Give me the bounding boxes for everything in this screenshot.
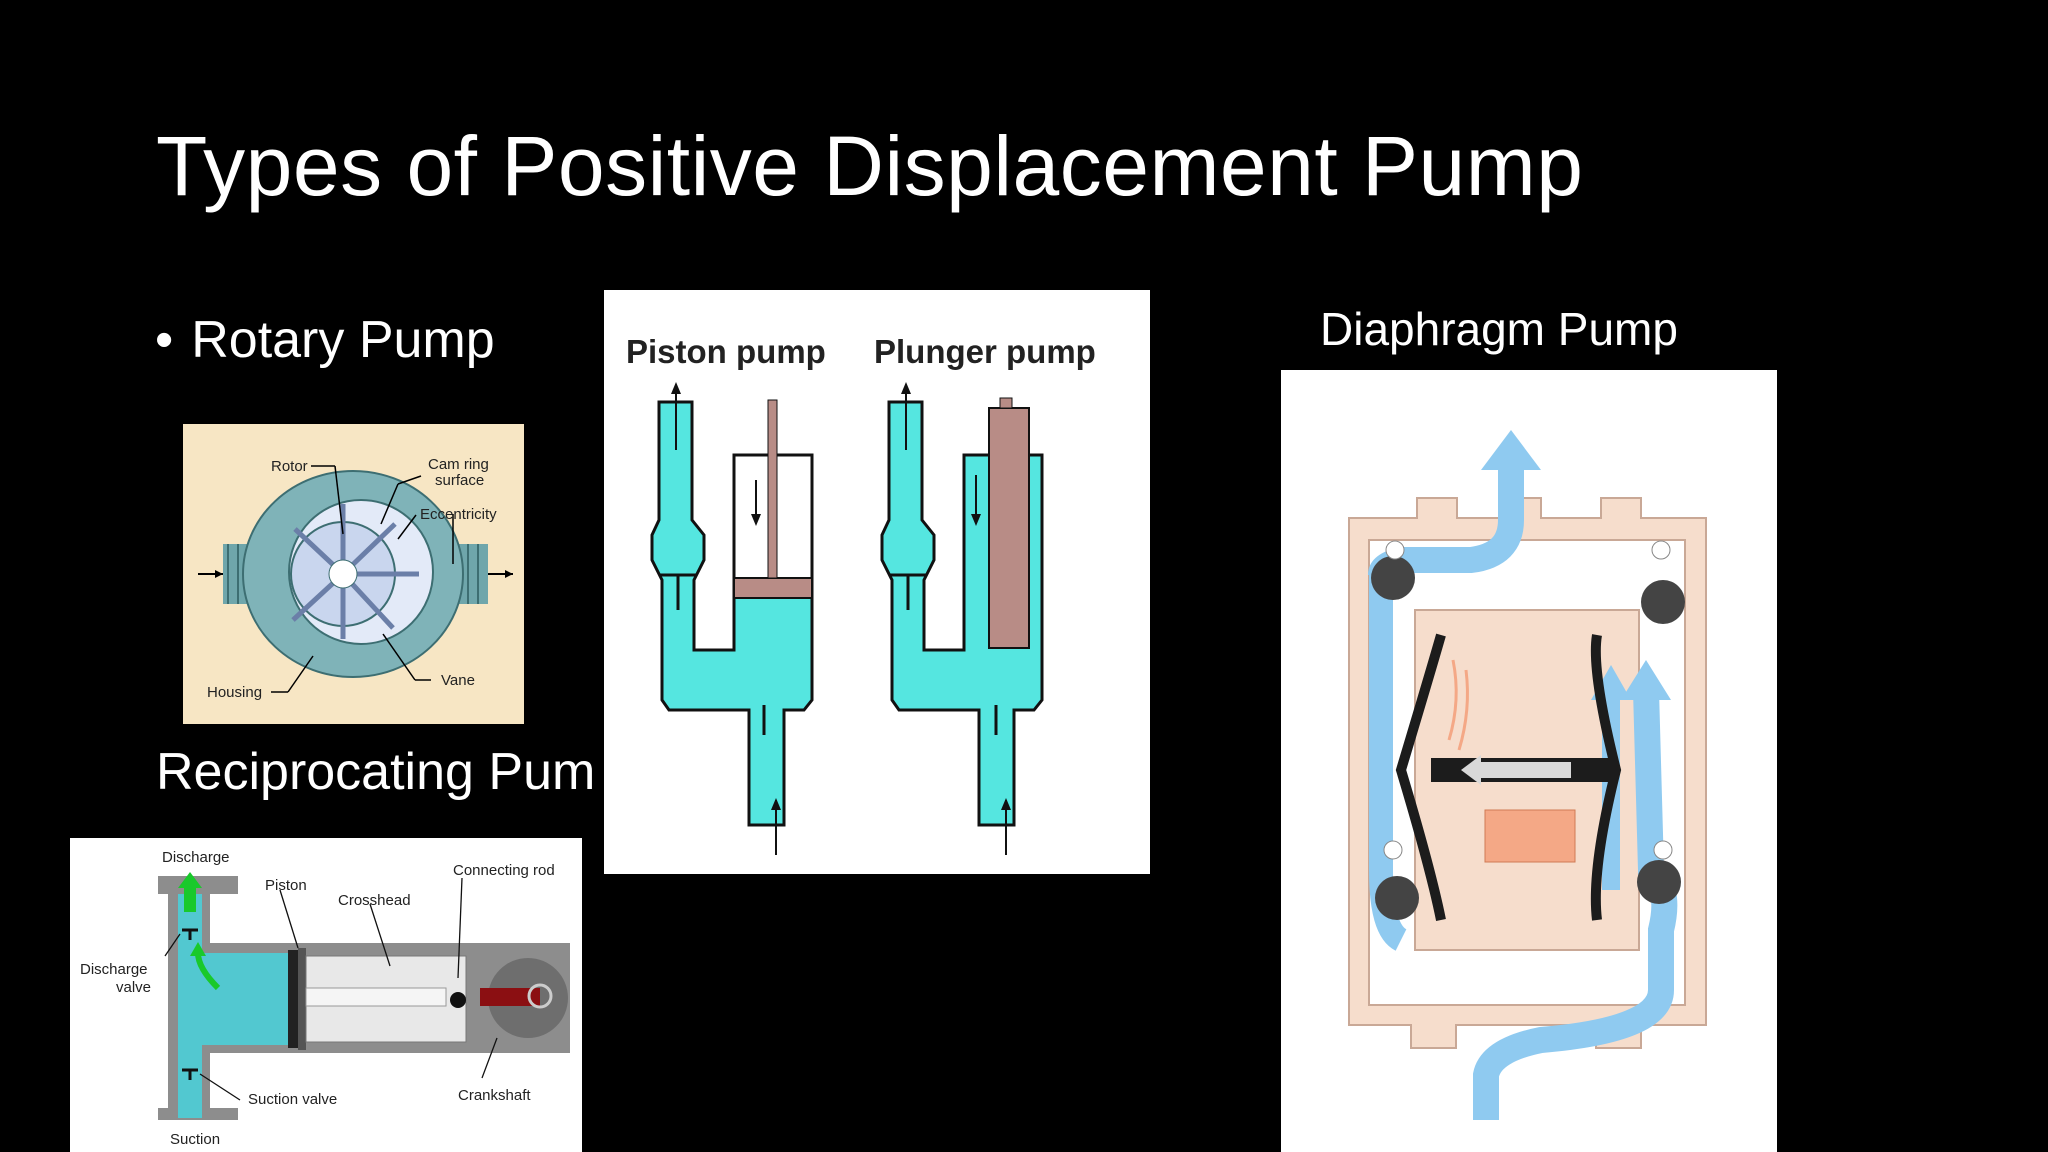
piston-plunger-svg: Piston pump Plunger pump [604, 290, 1150, 874]
rotary-pump-label: Rotary Pump [191, 311, 494, 369]
label-discharge-valve: Discharge [80, 961, 148, 978]
check-ball-bottom-left [1375, 876, 1419, 920]
label-housing: Housing [207, 684, 262, 701]
piston-rod [768, 400, 777, 578]
crosshead-pin [450, 992, 466, 1008]
diaphragm-pump-diagram [1281, 370, 1777, 1152]
slide-title: Types of Positive Displacement Pump [156, 118, 1583, 215]
piston-head [734, 578, 812, 598]
check-ball-bottom-right [1637, 860, 1681, 904]
label-cam-ring: Cam ring [428, 456, 489, 473]
label-plunger-pump: Plunger pump [874, 333, 1096, 370]
fluid-chamber [178, 953, 288, 1045]
piston-plunger-diagram: Piston pump Plunger pump [604, 290, 1150, 874]
rotary-pump-diagram: Rotor Cam ring surface Eccentricity Hous… [183, 424, 524, 724]
label-vane: Vane [441, 672, 475, 689]
label-crosshead: Crosshead [338, 892, 411, 909]
piston-rod [306, 988, 446, 1006]
label-connecting-rod: Connecting rod [453, 862, 555, 879]
air-valve [1485, 810, 1575, 862]
label-suction-valve: Suction valve [248, 1091, 337, 1108]
reciprocating-pump-label: Reciprocating Pum [156, 742, 595, 802]
diaphragm-pump-label: Diaphragm Pump [1320, 302, 1678, 356]
reciprocating-pump-diagram: Discharge Piston Crosshead Connecting ro… [70, 838, 582, 1152]
check-ball-top-left [1371, 556, 1415, 600]
rotary-pump-svg: Rotor Cam ring surface Eccentricity Hous… [183, 424, 524, 724]
rotary-pump-bullet: • Rotary Pump [155, 310, 495, 370]
label-crankshaft: Crankshaft [458, 1087, 531, 1104]
label-cam-ring-surface: surface [435, 472, 484, 489]
discharge-arrow [184, 886, 196, 912]
check-ball-top-right [1641, 580, 1685, 624]
label-discharge-valve-2: valve [116, 979, 151, 996]
rotor-hub [329, 560, 357, 588]
diaphragm-pump-svg [1281, 370, 1777, 1152]
label-suction: Suction [170, 1131, 220, 1148]
label-discharge: Discharge [162, 849, 230, 866]
reciprocating-pump-svg: Discharge Piston Crosshead Connecting ro… [70, 838, 582, 1152]
label-eccentricity: Eccentricity [420, 506, 497, 523]
label-piston-pump: Piston pump [626, 333, 826, 370]
label-rotor: Rotor [271, 458, 308, 475]
bullet-symbol: • [155, 311, 173, 369]
piston-face [288, 950, 298, 1048]
label-piston: Piston [265, 877, 307, 894]
plunger [989, 408, 1029, 648]
